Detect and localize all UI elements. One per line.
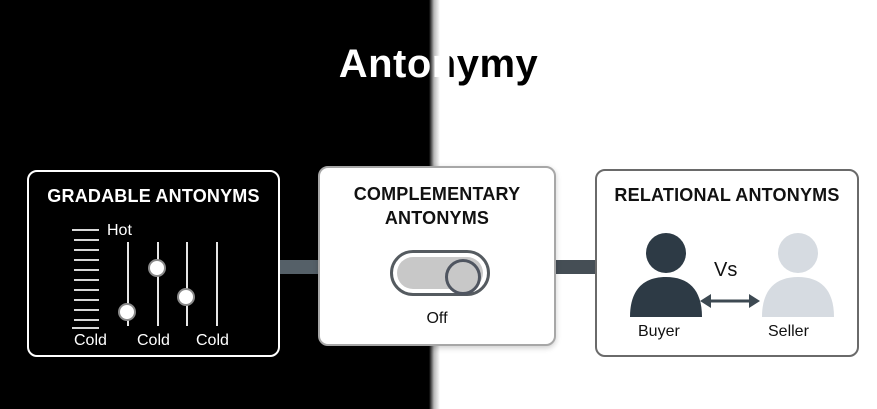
double-arrow-icon <box>700 294 760 308</box>
connector-left <box>280 260 320 274</box>
title-container: Antonymy <box>0 40 877 90</box>
relational-title: RELATIONAL ANTONYMS <box>614 185 840 205</box>
connector-right <box>556 260 596 274</box>
gradable-title: GRADABLE ANTONYMS <box>47 186 260 206</box>
toggle-knob <box>445 259 481 295</box>
toggle-state-label: Off <box>426 310 448 327</box>
complementary-antonyms-panel: COMPLEMENTARY ANTONYMS Off <box>318 166 556 346</box>
complementary-title-line1: COMPLEMENTARY <box>353 184 521 204</box>
cold-label-2: Cold <box>137 332 170 349</box>
complementary-title-line2: ANTONYMS <box>384 208 490 228</box>
relational-antonyms-panel: RELATIONAL ANTONYMS Vs Buyer Seller <box>595 169 859 357</box>
versus-label: Vs <box>714 259 738 281</box>
slider-knob-3[interactable] <box>177 288 195 306</box>
slider-knob-2[interactable] <box>148 259 166 277</box>
seller-person-icon <box>762 233 834 317</box>
cold-label-3: Cold <box>196 332 229 349</box>
complementary-title: COMPLEMENTARY ANTONYMS <box>320 182 554 230</box>
gradable-antonyms-panel: GRADABLE ANTONYMS Hot Cold Cold Cold <box>27 170 280 357</box>
toggle-switch[interactable] <box>390 250 490 296</box>
buyer-label: Buyer <box>638 323 680 340</box>
cold-label-1: Cold <box>74 332 107 349</box>
buyer-person-icon <box>630 233 702 317</box>
slider-knob-1[interactable] <box>118 303 136 321</box>
toggle-track-fill <box>397 257 483 295</box>
seller-label: Seller <box>768 323 809 340</box>
hot-label: Hot <box>107 222 132 239</box>
page-title: Antonymy <box>338 42 539 86</box>
